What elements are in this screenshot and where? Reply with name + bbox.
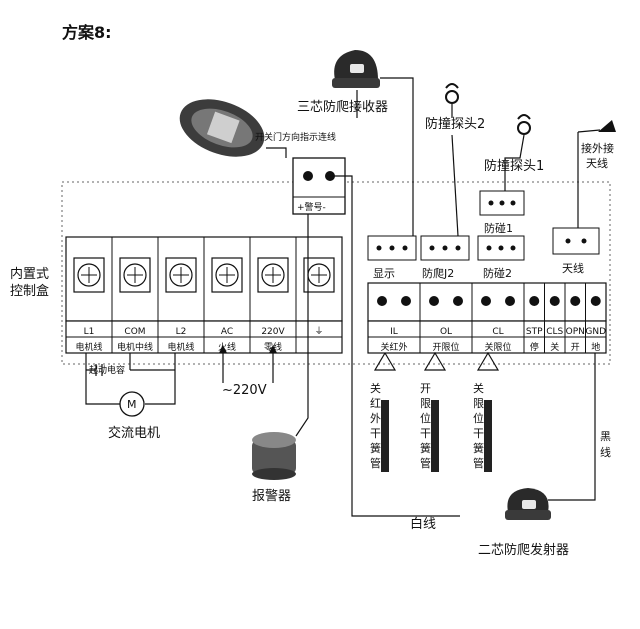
signal-terminal-code: GND	[585, 327, 606, 337]
signal-terminal-code: STP	[526, 327, 543, 337]
collision-2-label: 防碰2	[483, 266, 512, 280]
start-capacitor-label: 起动电容	[89, 364, 125, 376]
wiring-lines	[85, 77, 596, 517]
vertical-label-char: 红	[370, 397, 381, 410]
motor-symbol-label: M	[127, 398, 137, 411]
power-terminal-name: 电机中线	[117, 341, 153, 353]
vertical-label-char: 开	[420, 382, 431, 395]
control-box-label-2: 控制盒	[10, 283, 49, 299]
antenna-connector	[552, 227, 600, 255]
collision-1-connector	[479, 190, 525, 216]
power-terminal-code: L2	[176, 327, 187, 337]
power-terminal-name: 电机线	[75, 341, 102, 353]
control-box-label-1: 内置式	[10, 266, 49, 282]
vertical-label-char: 簧	[473, 441, 484, 455]
vertical-label-char: 线	[600, 445, 611, 459]
probe-2-icon	[445, 83, 459, 104]
white-wire-label: 白线	[410, 516, 436, 532]
power-terminal-name: 电机线	[167, 341, 194, 353]
vertical-label-char: 位	[420, 411, 431, 425]
antenna-connector-label: 天线	[562, 261, 584, 275]
signal-terminal-name: 关	[550, 341, 559, 353]
display-connector	[367, 235, 417, 261]
motor-symbol	[119, 391, 145, 417]
vertical-label-char: 管	[370, 456, 381, 470]
transmitter-label: 二芯防爬发射器	[478, 542, 569, 558]
power-terminal-code: ⏚	[314, 326, 323, 337]
power-terminal-code: 220V	[261, 327, 285, 337]
vertical-label-char: 位	[473, 411, 484, 425]
alarm-label: 报警器	[252, 488, 291, 504]
vertical-label-char: 干	[473, 427, 484, 440]
signal-terminal-cells: IL 关红外 OL 开限位 CL 关限位 STP 停 CLS 关 OPN 开 GND 地	[367, 283, 606, 353]
signal-terminal-name: 地	[591, 341, 600, 353]
signal-terminal-code: CLS	[546, 327, 563, 337]
direction-indicator-device-icon	[179, 99, 265, 157]
vertical-label-char: 关	[370, 381, 381, 395]
probe-1-icon	[517, 114, 531, 135]
vertical-label-char: 关	[473, 381, 484, 395]
power-terminal-code: AC	[221, 327, 233, 337]
power-terminal-cells: L1电机线COM电机中线L2电机线AC火线220V零线⏚	[65, 237, 335, 353]
warning-terminal-label: +警号-	[297, 201, 326, 213]
vertical-label-char: 簧	[420, 441, 431, 455]
receiver-device-icon	[332, 50, 380, 88]
antenna-icon	[577, 120, 616, 133]
collision-1-label: 防碰1	[484, 221, 513, 235]
alarm-device-icon	[252, 432, 296, 480]
black-wire-label: 黑线	[600, 430, 611, 459]
vertical-label-char: 限	[473, 397, 484, 410]
external-antenna-label-2: 天线	[586, 156, 608, 170]
ac-motor-label: 交流电机	[108, 425, 160, 441]
signal-terminal-name: 停	[530, 341, 539, 353]
reed-switch-sticks	[381, 400, 492, 472]
signal-terminal-code: OPN	[566, 327, 585, 337]
transmitter-device-icon	[505, 488, 551, 520]
vertical-label-char: 管	[420, 456, 431, 470]
anti-climb-j2-label: 防爬J2	[422, 266, 454, 280]
vertical-label-char: 干	[370, 427, 381, 440]
vertical-label-char: 限	[420, 397, 431, 410]
signal-terminal-name: 关红外	[380, 341, 407, 353]
receiver-label: 三芯防爬接收器	[297, 99, 388, 115]
voltage-label: ~220V	[222, 383, 267, 398]
external-antenna-label-1: 接外接	[581, 142, 614, 155]
power-terminal-code: L1	[84, 327, 95, 337]
signal-terminal-name: 关限位	[484, 341, 511, 353]
vertical-label-char: 簧	[370, 441, 381, 455]
signal-terminal-code: OL	[440, 327, 452, 337]
vertical-label-char: 外	[370, 412, 381, 425]
display-label: 显示	[373, 267, 395, 280]
vertical-label-char: 管	[473, 456, 484, 470]
anti-climb-j2-connector	[420, 235, 470, 261]
page-title: 方案8:	[62, 23, 112, 42]
warning-terminal-block	[292, 157, 346, 215]
signal-terminal-name: 开限位	[432, 341, 459, 353]
signal-terminal-name: 开	[571, 342, 580, 353]
vertical-label-char: 黑	[600, 430, 611, 443]
probe-2-label: 防撞探头2	[425, 116, 485, 132]
signal-terminal-code: IL	[390, 327, 398, 337]
vertical-label-char: 干	[420, 427, 431, 440]
power-terminal-code: COM	[124, 327, 145, 337]
signal-terminal-code: CL	[492, 327, 503, 337]
direction-line-label: 开关门方向指示连线	[255, 131, 336, 143]
collision-2-connector	[477, 235, 525, 261]
probe-1-label: 防撞探头1	[484, 158, 544, 174]
